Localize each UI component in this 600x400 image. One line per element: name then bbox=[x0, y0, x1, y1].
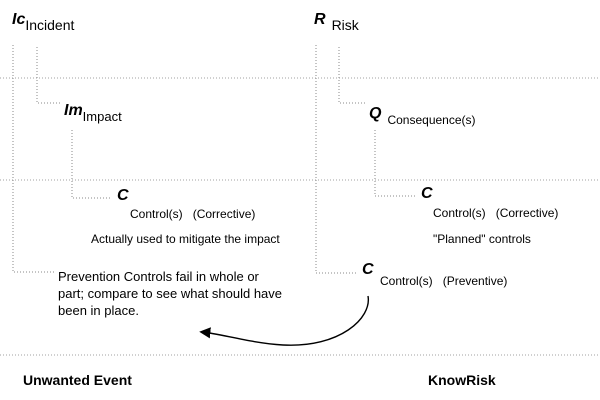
control-type: (Corrective) bbox=[192, 207, 256, 221]
consequence-label: Consequence(s) bbox=[387, 113, 476, 127]
impact-symbol: Im bbox=[64, 102, 83, 119]
consequence-node: Q Consequence(s) bbox=[369, 105, 476, 127]
compare-arrow bbox=[199, 295, 369, 346]
preventive-control-type: (Preventive) bbox=[442, 274, 508, 288]
planned-control-note: "Planned" controls bbox=[433, 232, 531, 246]
incident-label: Incident bbox=[25, 17, 75, 33]
planned-control-type: (Corrective) bbox=[495, 206, 559, 220]
risk-node: R Risk bbox=[314, 11, 359, 33]
connector-impact-control bbox=[71, 130, 112, 199]
risk-label: Risk bbox=[331, 17, 359, 33]
corrective-control-note: Actually used to mitigate the impact bbox=[91, 232, 280, 246]
planned-control-label: Control(s) bbox=[433, 206, 486, 220]
preventive-control-label-row: Control(s) (Preventive) bbox=[380, 275, 507, 287]
preventive-control-label: Control(s) bbox=[380, 274, 433, 288]
incident-node: IcIncident bbox=[12, 11, 74, 33]
planned-control-label-row: Control(s) (Corrective) bbox=[433, 207, 558, 219]
connector-incident-impact bbox=[36, 47, 62, 104]
preventive-control-symbol: C bbox=[362, 261, 374, 278]
risk-symbol: R bbox=[314, 11, 326, 28]
incident-symbol: Ic bbox=[12, 11, 26, 28]
impact-node: ImImpact bbox=[64, 102, 122, 124]
footer-knowrisk: KnowRisk bbox=[428, 372, 496, 388]
planned-control-symbol: C bbox=[421, 185, 433, 202]
connector-consequence-control bbox=[374, 130, 417, 197]
corrective-control-label-row: Control(s) (Corrective) bbox=[130, 208, 255, 220]
prevention-note: Prevention Controls fail in whole or par… bbox=[58, 269, 283, 318]
planned-control-node: C bbox=[421, 186, 433, 202]
control-label: Control(s) bbox=[130, 207, 183, 221]
footer-unwanted-event: Unwanted Event bbox=[23, 372, 132, 388]
control-symbol: C bbox=[117, 187, 129, 204]
connector-incident-prevention bbox=[12, 45, 55, 273]
consequence-symbol: Q bbox=[369, 105, 382, 122]
preventive-control-node: C bbox=[362, 262, 374, 278]
impact-label: Impact bbox=[82, 109, 122, 124]
connector-risk-preventive bbox=[315, 45, 357, 274]
corrective-control-node: C bbox=[117, 188, 129, 204]
connector-risk-consequence bbox=[338, 47, 367, 104]
